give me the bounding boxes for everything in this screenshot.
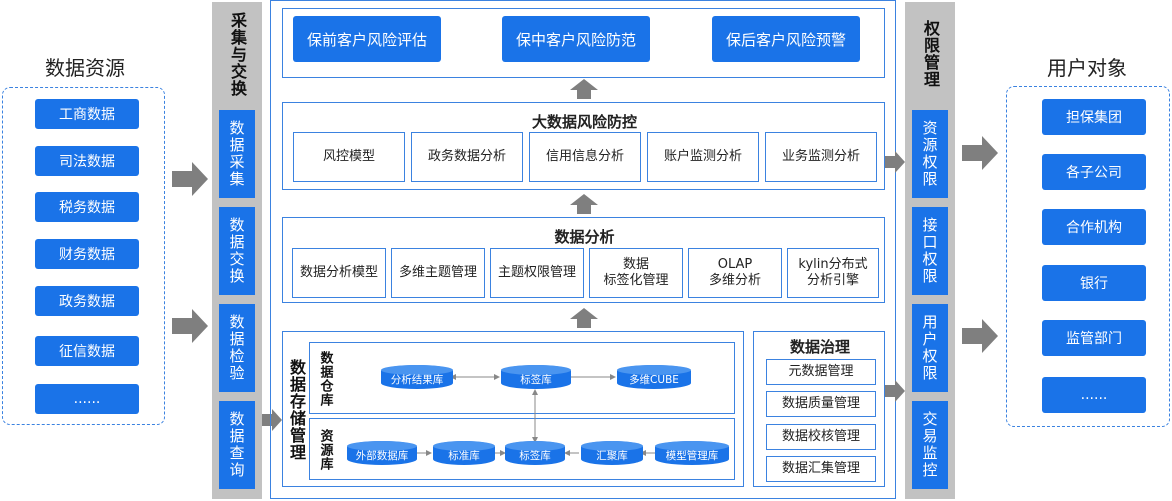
- left-item[interactable]: 税务数据: [35, 192, 139, 222]
- collect-item[interactable]: 数据采集: [219, 110, 255, 198]
- left-item[interactable]: 政务数据: [35, 286, 139, 316]
- db-cylinder[interactable]: 分析结果库: [381, 365, 453, 389]
- arrow-right-icon: [885, 151, 905, 173]
- db-cylinder[interactable]: 外部数据库: [347, 441, 417, 465]
- analysis-item[interactable]: 多维主题管理: [391, 248, 485, 298]
- permission-item[interactable]: 交易监控: [912, 401, 948, 489]
- top-item[interactable]: 保中客户风险防范: [502, 16, 650, 62]
- warehouse-label: 数据仓库: [317, 351, 333, 407]
- db-cylinder[interactable]: 汇聚库: [581, 441, 643, 465]
- collect-item[interactable]: 数据交换: [219, 207, 255, 295]
- permission-item[interactable]: 资源权限: [912, 110, 948, 198]
- permission-item[interactable]: 接口权限: [912, 207, 948, 295]
- analysis-section: 数据分析 数据分析模型 多维主题管理 主题权限管理 数据 标签化管理 OLAP …: [282, 217, 885, 303]
- db-cylinder[interactable]: 标签库: [505, 441, 565, 465]
- collect-item[interactable]: 数据查询: [219, 401, 255, 489]
- center-panel: 保前客户风险评估 保中客户风险防范 保后客户风险预警 大数据风险防控 风控模型 …: [270, 0, 896, 499]
- left-item[interactable]: ......: [35, 384, 139, 414]
- arrow-up-icon: [570, 79, 598, 99]
- permission-band: 权限管理 资源权限 接口权限 用户权限 交易监控: [905, 2, 955, 499]
- risk-item[interactable]: 业务监测分析: [765, 132, 877, 182]
- risk-item[interactable]: 风控模型: [293, 132, 405, 182]
- right-item[interactable]: 银行: [1042, 265, 1146, 301]
- arrow-up-icon: [570, 194, 598, 214]
- analysis-item[interactable]: 主题权限管理: [490, 248, 584, 298]
- storage-section: 数据存储管理 数据仓库 资源库 分析结果库 标签库 多维CUBE 外部数据库 标…: [282, 331, 744, 487]
- risk-item[interactable]: 账户监测分析: [647, 132, 759, 182]
- db-cylinder[interactable]: 标签库: [501, 365, 571, 389]
- risk-item[interactable]: 政务数据分析: [411, 132, 523, 182]
- top-section: 保前客户风险评估 保中客户风险防范 保后客户风险预警: [282, 8, 885, 78]
- left-item[interactable]: 财务数据: [35, 239, 139, 269]
- left-item[interactable]: 司法数据: [35, 146, 139, 176]
- arrow-right-icon: [172, 309, 208, 343]
- governance-item[interactable]: 数据校核管理: [766, 424, 876, 450]
- risk-section: 大数据风险防控 风控模型 政务数据分析 信用信息分析 账户监测分析 业务监测分析: [282, 102, 885, 190]
- right-item[interactable]: 各子公司: [1042, 154, 1146, 190]
- db-cylinder[interactable]: 标准库: [433, 441, 495, 465]
- governance-section: 数据治理 元数据管理 数据质量管理 数据校核管理 数据汇集管理: [753, 331, 885, 487]
- right-panel: 担保集团 各子公司 合作机构 银行 监管部门 ......: [1006, 86, 1170, 427]
- storage-title: 数据存储管理: [287, 359, 306, 461]
- db-cylinder[interactable]: 模型管理库: [655, 441, 729, 465]
- left-title: 数据资源: [45, 56, 125, 80]
- governance-title: 数据治理: [789, 338, 850, 356]
- top-item[interactable]: 保后客户风险预警: [712, 16, 860, 62]
- analysis-title: 数据分析: [554, 228, 615, 246]
- analysis-item[interactable]: OLAP 多维分析: [688, 248, 782, 298]
- resource-label: 资源库: [317, 429, 333, 471]
- right-item[interactable]: 监管部门: [1042, 320, 1146, 356]
- analysis-item[interactable]: 数据 标签化管理: [589, 248, 683, 298]
- arrow-up-icon: [570, 308, 598, 328]
- arrow-right-icon: [962, 136, 998, 170]
- db-cylinder[interactable]: 多维CUBE: [617, 365, 691, 389]
- arrow-right-icon: [262, 409, 282, 431]
- arrow-right-icon: [885, 380, 905, 402]
- arrow-right-icon: [172, 162, 208, 196]
- right-item[interactable]: 合作机构: [1042, 209, 1146, 245]
- risk-title: 大数据风险防控: [531, 113, 637, 131]
- db-connectors: [415, 374, 655, 456]
- right-item[interactable]: ......: [1042, 377, 1146, 413]
- risk-item[interactable]: 信用信息分析: [529, 132, 641, 182]
- left-item[interactable]: 工商数据: [35, 99, 139, 129]
- permission-item[interactable]: 用户权限: [912, 304, 948, 392]
- permission-title: 权限管理: [921, 20, 940, 88]
- right-item[interactable]: 担保集团: [1042, 99, 1146, 135]
- analysis-item[interactable]: kylin分布式 分析引擎: [787, 248, 879, 298]
- governance-item[interactable]: 元数据管理: [766, 359, 876, 385]
- top-item[interactable]: 保前客户风险评估: [293, 16, 441, 62]
- left-item[interactable]: 征信数据: [35, 336, 139, 366]
- governance-item[interactable]: 数据汇集管理: [766, 456, 876, 482]
- collect-title: 采集与交换: [228, 11, 247, 97]
- left-panel: 工商数据 司法数据 税务数据 财务数据 政务数据 征信数据 ......: [2, 87, 165, 425]
- analysis-item[interactable]: 数据分析模型: [292, 248, 386, 298]
- governance-item[interactable]: 数据质量管理: [766, 391, 876, 417]
- collect-item[interactable]: 数据检验: [219, 304, 255, 392]
- collect-band: 采集与交换 数据采集 数据交换 数据检验 数据查询: [212, 2, 262, 499]
- right-title: 用户对象: [1047, 56, 1127, 80]
- arrow-right-icon: [962, 319, 998, 353]
